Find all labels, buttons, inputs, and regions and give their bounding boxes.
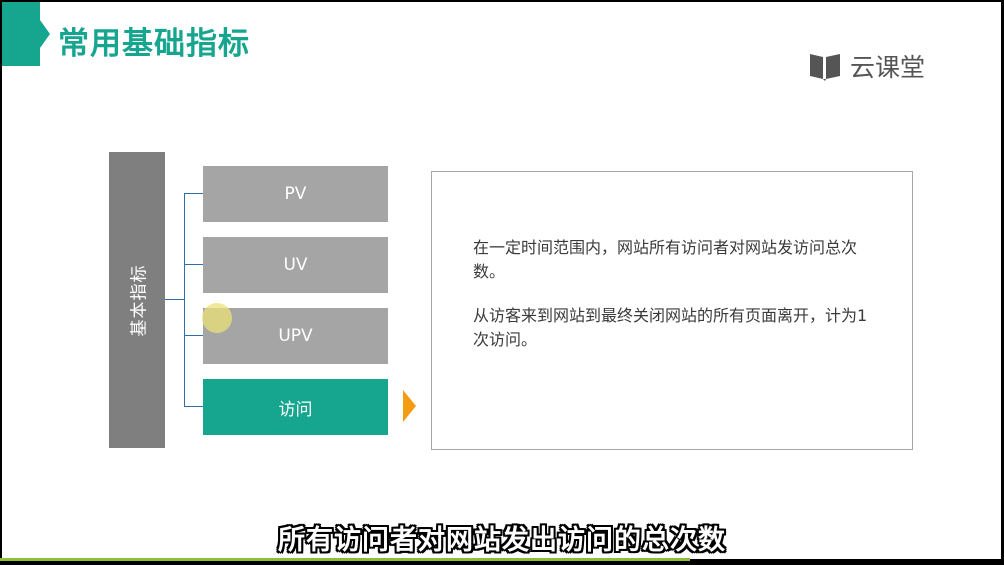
connector-branch-pv <box>184 193 203 194</box>
metric-box-uv[interactable]: UV <box>203 237 388 293</box>
title-marker <box>2 2 40 66</box>
metric-box-upv[interactable]: UPV <box>203 308 388 364</box>
description-panel <box>431 171 913 450</box>
title-marker-notch <box>40 20 50 48</box>
frame-top <box>0 0 1004 2</box>
description-paragraph-1: 在一定时间范围内，网站所有访问者对网站发访问总次数。 <box>473 238 858 281</box>
connector-stem <box>165 299 185 300</box>
book-logo-icon <box>810 54 840 81</box>
metric-box-visit[interactable]: 访问 <box>203 379 388 435</box>
description-paragraph-2: 从访客来到网站到最终关闭网站的所有页面离开，计为1次访问。 <box>473 306 868 349</box>
cursor-highlight <box>202 303 232 333</box>
triangle-right-icon <box>403 390 416 422</box>
frame-right <box>1001 0 1004 565</box>
page-title: 常用基础指标 <box>58 26 250 62</box>
root-metric-label: 基本指标 <box>129 264 150 336</box>
progress-accent <box>0 558 690 561</box>
connector-spine <box>184 193 185 406</box>
connector-branch-uv <box>184 264 203 265</box>
root-metric-bar: 基本指标 <box>109 152 165 448</box>
frame-left <box>0 0 2 565</box>
bottom-strip <box>0 559 1004 565</box>
connector-branch-upv <box>184 335 203 336</box>
metric-box-pv[interactable]: PV <box>203 166 388 222</box>
brand-logo: 云课堂 <box>808 48 925 84</box>
connector-branch-visit <box>184 406 203 407</box>
video-subtitle: 所有访问者对网站发出访问的总次数 <box>278 525 726 556</box>
brand-name: 云课堂 <box>850 53 926 82</box>
